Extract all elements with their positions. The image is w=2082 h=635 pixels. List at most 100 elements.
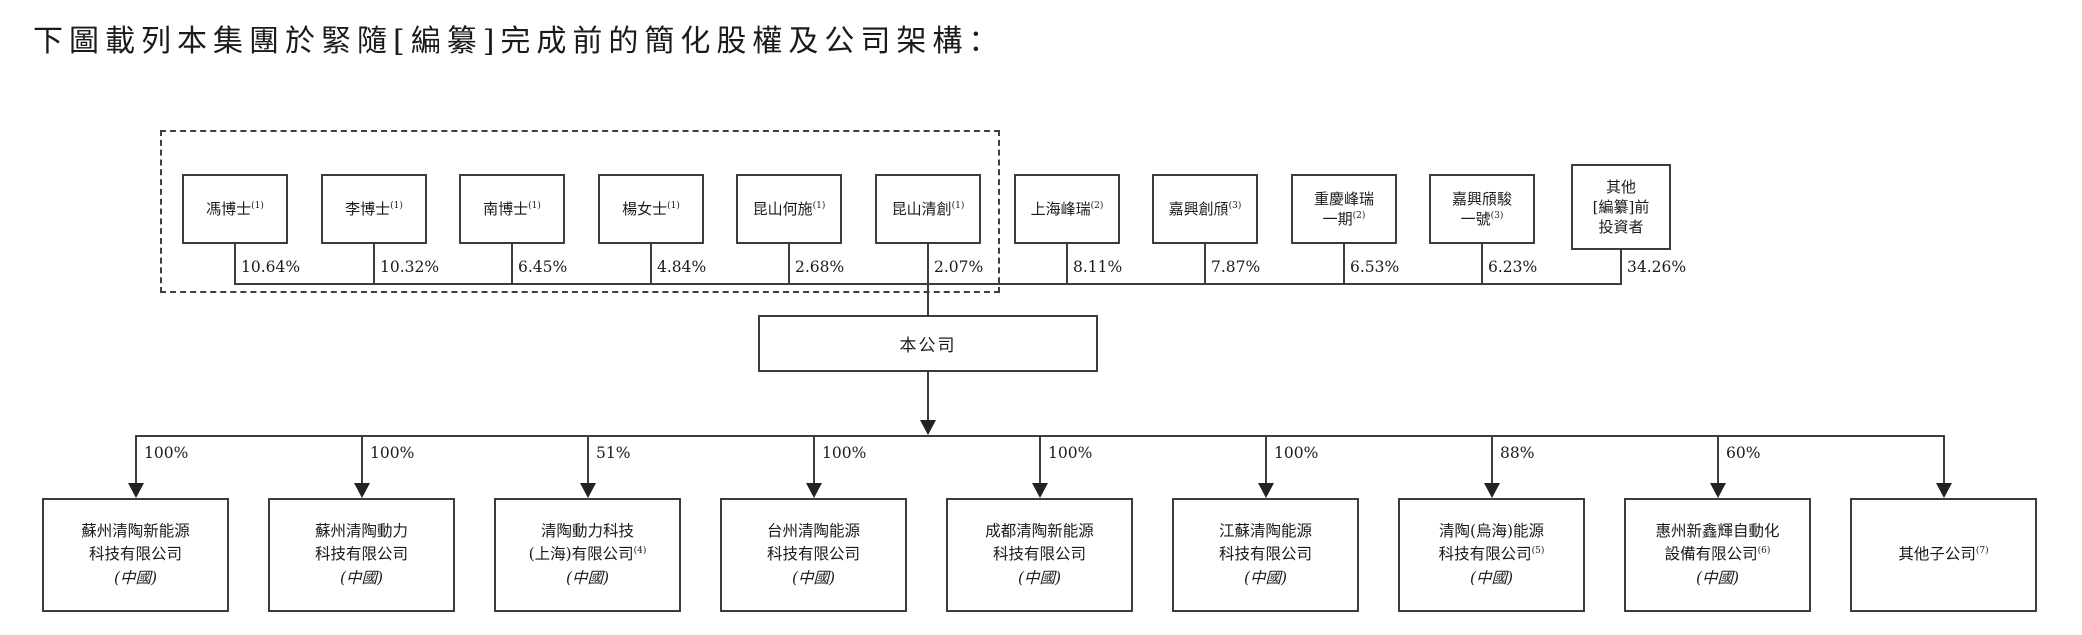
connector-vline xyxy=(927,372,929,422)
subsidiary-box-other-subsidiaries: 其他子公司(7) xyxy=(1850,498,2037,612)
subsidiary-country: (中國) xyxy=(791,568,836,587)
subsidiary-box-suzhou-qingtao-power: 蘇州清陶動力 科技有限公司(中國) xyxy=(268,498,455,612)
connector-vline xyxy=(1943,436,1945,485)
subsidiary-country: (中國) xyxy=(113,568,158,587)
subsidiary-name: 成都清陶新能源 科技有限公司 xyxy=(985,522,1094,564)
connector-vline xyxy=(1265,436,1267,485)
shareholder-name: 馮博士(1) xyxy=(206,199,264,218)
subsidiary-name: 惠州新鑫輝自動化 設備有限公司(6) xyxy=(1655,522,1780,564)
down-arrowhead-icon xyxy=(128,483,144,498)
shareholder-name: 嘉興頎駿 一號(3) xyxy=(1451,189,1512,228)
ownership-percentage: 100% xyxy=(822,444,867,462)
ownership-percentage: 6.23% xyxy=(1488,258,1538,276)
subsidiary-box-taizhou-qingtao: 台州清陶能源 科技有限公司 (中國) xyxy=(720,498,907,612)
ownership-percentage: 100% xyxy=(370,444,415,462)
connector-vline xyxy=(813,436,815,485)
footnote-ref: (1) xyxy=(812,200,826,211)
footnote-ref: (3) xyxy=(1490,211,1504,221)
connector-vline xyxy=(1066,244,1068,283)
footnote-ref: (7) xyxy=(1975,546,1989,557)
connector-vline xyxy=(135,436,137,485)
subsidiary-box-qingtao-wuhai: 清陶(烏海)能源 科技有限公司(5) (中國) xyxy=(1398,498,1585,612)
company-box: 本公司 xyxy=(758,315,1098,372)
subsidiary-country: (中國) xyxy=(1695,568,1740,587)
subsidiary-name: 清陶動力科技 (上海)有限公司(4) xyxy=(528,522,647,564)
footnote-ref: (1) xyxy=(951,200,965,211)
company-name: 本公司 xyxy=(899,336,957,356)
connector-vline xyxy=(1481,244,1483,283)
subsidiary-country: (中國) xyxy=(1243,568,1288,587)
subsidiary-name: 其他子公司(7) xyxy=(1898,545,1989,564)
connector-vline xyxy=(361,436,363,485)
shareholder-name: 重慶峰瑞 一期(2) xyxy=(1313,189,1374,228)
footnote-ref: (1) xyxy=(251,200,264,211)
connector-vline xyxy=(587,436,589,485)
down-arrowhead-icon xyxy=(1710,483,1726,498)
down-arrowhead-icon xyxy=(1258,483,1274,498)
ownership-percentage: 10.32% xyxy=(380,258,440,276)
connector-vline-company xyxy=(927,283,929,315)
ownership-percentage: 6.45% xyxy=(518,258,568,276)
subsidiary-box-jiangsu-qingtao: 江蘇清陶能源 科技有限公司(中國) xyxy=(1172,498,1359,612)
down-arrowhead-icon xyxy=(580,483,596,498)
subsidiary-country: (中國) xyxy=(565,568,610,587)
connector-vline xyxy=(234,244,236,283)
ownership-percentage: 4.84% xyxy=(657,258,707,276)
shareholder-name: 南博士(1) xyxy=(483,199,541,218)
subsidiary-name: 蘇州清陶動力 科技有限公司 xyxy=(314,522,408,564)
footnote-ref: (2) xyxy=(1090,200,1104,211)
page-title: 下圖載列本集團於緊隨[編纂]完成前的簡化股權及公司架構： xyxy=(33,24,1005,59)
footnote-ref: (1) xyxy=(528,200,541,211)
shareholder-box-yang: 楊女士(1) xyxy=(598,174,704,244)
footnote-ref: (1) xyxy=(667,200,680,211)
connector-vline xyxy=(1620,250,1622,283)
ownership-percentage: 10.64% xyxy=(241,258,301,276)
down-arrowhead-icon xyxy=(1484,483,1500,498)
subsidiary-box-huizhou-xinxinhui: 惠州新鑫輝自動化 設備有限公司(6) (中國) xyxy=(1624,498,1811,612)
ownership-percentage: 100% xyxy=(1274,444,1319,462)
ownership-percentage: 6.53% xyxy=(1350,258,1400,276)
dashed-group-border xyxy=(160,130,1000,293)
down-arrowhead-icon xyxy=(1936,483,1952,498)
connector-vline xyxy=(1204,244,1206,283)
down-arrowhead-icon xyxy=(920,420,936,435)
subsidiary-name: 台州清陶能源 科技有限公司 xyxy=(766,522,860,564)
shareholder-name: 昆山何施(1) xyxy=(752,199,826,218)
shareholder-box-li: 李博士(1) xyxy=(321,174,427,244)
connector-vline xyxy=(1717,436,1719,485)
connector-vline xyxy=(927,244,929,283)
subsidiary-name: 清陶(烏海)能源 科技有限公司(5) xyxy=(1438,522,1545,564)
shareholder-name: 嘉興創頎(3) xyxy=(1168,199,1242,218)
subsidiary-name: 蘇州清陶新能源 科技有限公司 xyxy=(81,522,190,564)
shareholder-box-kunshan-heshi: 昆山何施(1) xyxy=(736,174,842,244)
shareholder-box-jiaxing-qijun: 嘉興頎駿 一號(3) xyxy=(1429,174,1535,244)
ownership-percentage: 51% xyxy=(596,444,631,462)
connector-vline xyxy=(1039,436,1041,485)
connector-vline xyxy=(788,244,790,283)
shareholder-name: 李博士(1) xyxy=(345,199,403,218)
subsidiary-box-qingtao-power-shanghai: 清陶動力科技 (上海)有限公司(4) (中國) xyxy=(494,498,681,612)
ownership-percentage: 2.07% xyxy=(934,258,984,276)
shareholder-box-kunshan-qingchuang: 昆山清創(1) xyxy=(875,174,981,244)
ownership-percentage: 34.26% xyxy=(1627,258,1687,276)
shareholder-box-feng: 馮博士(1) xyxy=(182,174,288,244)
subsidiary-box-chengdu-qingtao: 成都清陶新能源 科技有限公司 (中國) xyxy=(946,498,1133,612)
shareholder-name: 楊女士(1) xyxy=(622,199,680,218)
shareholder-name: 其他 [編纂]前 投資者 xyxy=(1592,177,1650,237)
down-arrowhead-icon xyxy=(354,483,370,498)
ownership-percentage: 7.87% xyxy=(1211,258,1261,276)
connector-vline xyxy=(511,244,513,283)
footnote-ref: (2) xyxy=(1352,211,1366,221)
connector-vline xyxy=(1343,244,1345,283)
ownership-percentage: 2.68% xyxy=(795,258,845,276)
connector-vline xyxy=(373,244,375,283)
footnote-ref: (1) xyxy=(390,200,403,211)
footnote-ref: (3) xyxy=(1228,200,1242,211)
subsidiary-country: (中國) xyxy=(1469,568,1514,587)
footnote-ref: (6) xyxy=(1757,546,1771,557)
shareholder-box-jiaxing-chuangqi: 嘉興創頎(3) xyxy=(1152,174,1258,244)
footnote-ref: (5) xyxy=(1531,546,1545,557)
ownership-percentage: 100% xyxy=(1048,444,1093,462)
subsidiary-country: (中國) xyxy=(1017,568,1062,587)
